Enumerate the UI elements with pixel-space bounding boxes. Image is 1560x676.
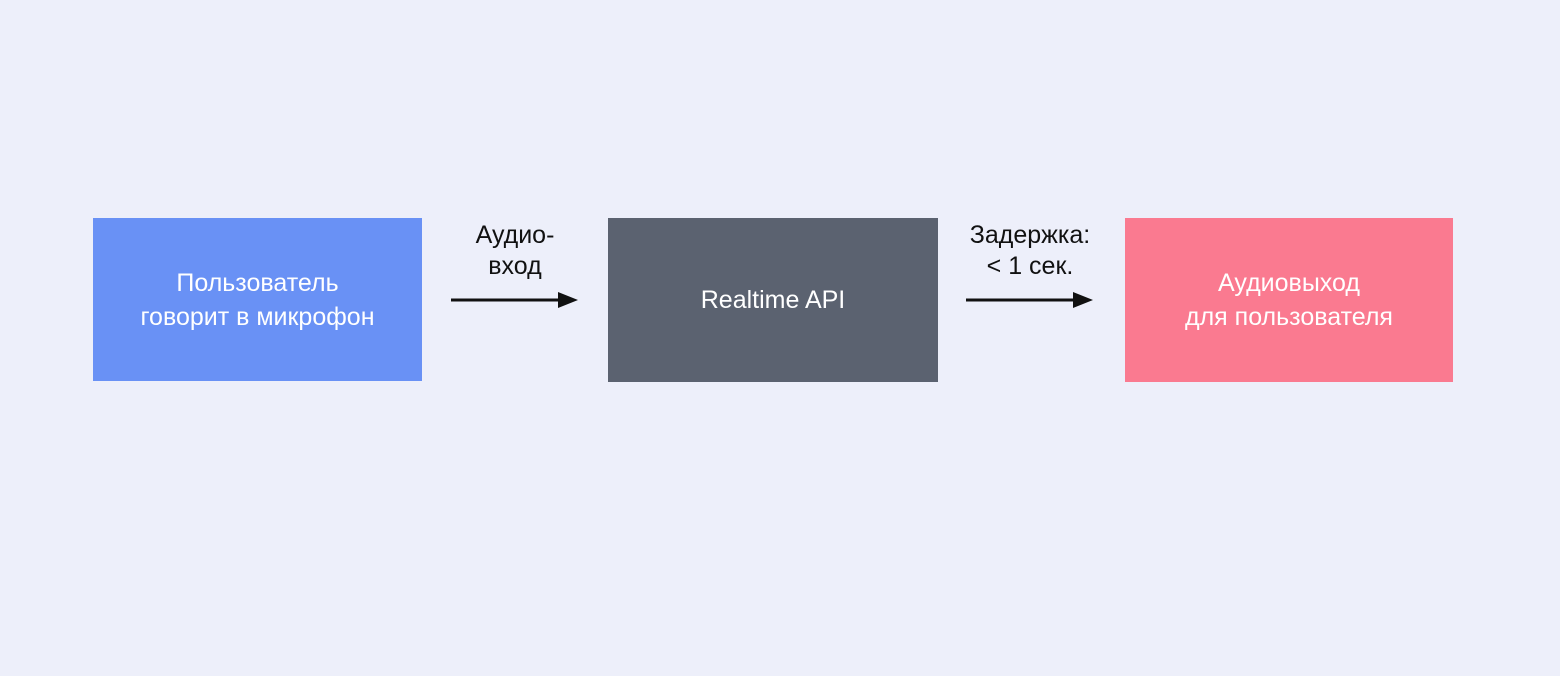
arrow-latency-icon <box>966 292 1093 308</box>
arrow-latency-head <box>1073 292 1093 308</box>
node-audio-output-line2: для пользователя <box>1185 303 1393 331</box>
edge-label-audio-input: Аудио- вход <box>425 220 605 282</box>
edge-label-audio-input-line2: вход <box>488 252 542 280</box>
arrow-audio-input-icon <box>451 292 578 308</box>
arrow-audio-input-head <box>558 292 578 308</box>
node-realtime-api: Realtime API <box>608 218 938 382</box>
node-audio-output-line1: Аудиовыход <box>1218 269 1360 297</box>
node-user-speaks: Пользователь говорит в микрофон <box>93 218 422 381</box>
edge-label-latency: Задержка: < 1 сек. <box>940 220 1120 282</box>
node-user-speaks-line1: Пользователь <box>176 268 339 297</box>
node-audio-output: Аудиовыход для пользователя <box>1125 218 1453 382</box>
node-user-speaks-line2: говорит в микрофон <box>140 302 375 331</box>
edge-label-audio-input-line1: Аудио- <box>475 221 555 249</box>
node-realtime-api-line1: Realtime API <box>700 286 846 314</box>
edge-label-latency-line2: < 1 сек. <box>986 252 1074 280</box>
edge-label-latency-line1: Задержка: <box>969 221 1091 249</box>
